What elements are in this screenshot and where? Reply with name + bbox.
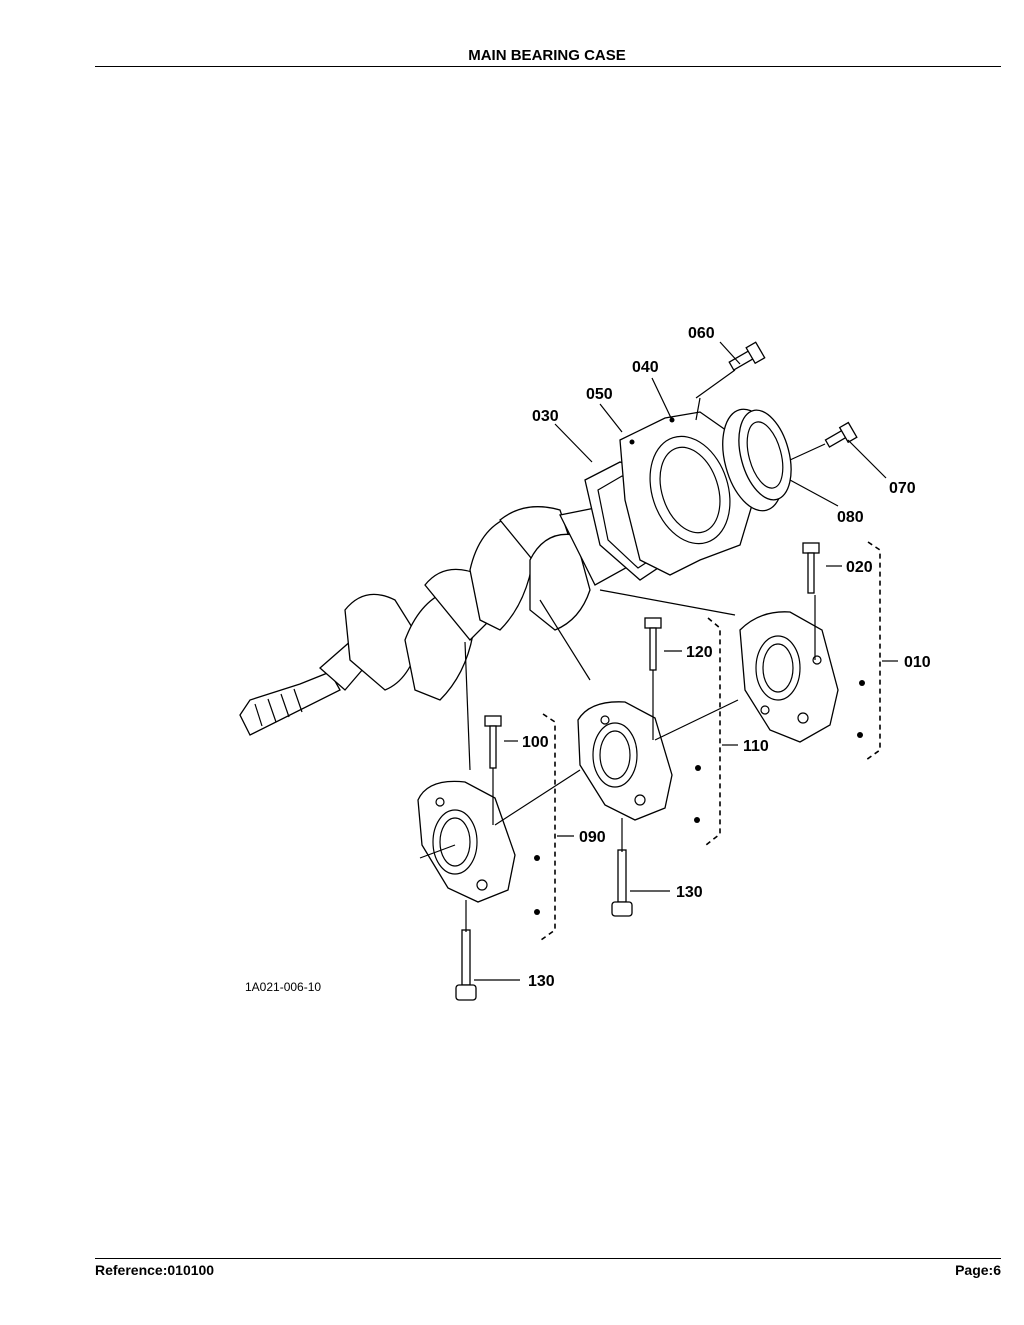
callout-090: 090: [579, 829, 606, 846]
callout-050: 050: [586, 386, 613, 403]
crankshaft: [239, 504, 641, 736]
callout-060: 060: [688, 325, 715, 342]
callout-130-lower: 130: [528, 973, 555, 990]
bolt-130-upper: [611, 849, 633, 917]
bolt-130-lower: [455, 929, 477, 1001]
callout-020: 020: [846, 559, 873, 576]
callout-110: 110: [743, 738, 769, 755]
group-brackets: [540, 541, 881, 941]
callout-070: 070: [889, 480, 916, 497]
oil-seal-080: [722, 408, 792, 512]
bolt-020: [802, 542, 820, 594]
callout-120: 120: [686, 644, 713, 661]
header-divider: [95, 66, 1001, 67]
bearing-case-010: [739, 611, 865, 743]
footer-reference: Reference:010100: [95, 1262, 215, 1278]
callout-030: 030: [532, 408, 559, 425]
callout-040: 040: [632, 359, 659, 376]
main-bearing-case-040: [619, 411, 753, 576]
callout-130-upper: 130: [676, 884, 703, 901]
page-title: MAIN BEARING CASE: [468, 47, 626, 64]
bearing-case-110: [577, 701, 701, 823]
figure-reference: 1A021-006-10: [245, 980, 321, 994]
assembly-lines: [419, 369, 826, 932]
bolt-100: [484, 715, 502, 769]
footer-page-number: Page:6: [955, 1262, 1001, 1278]
bearing-case-090: [417, 780, 540, 915]
callout-100: 100: [522, 734, 549, 751]
screw-060: [728, 341, 766, 371]
footer-divider: [95, 1258, 1001, 1259]
callout-010: 010: [904, 654, 931, 671]
callout-080: 080: [837, 509, 864, 526]
screw-070: [824, 421, 858, 448]
leader-lines: [474, 341, 898, 981]
bolt-120: [644, 617, 662, 671]
